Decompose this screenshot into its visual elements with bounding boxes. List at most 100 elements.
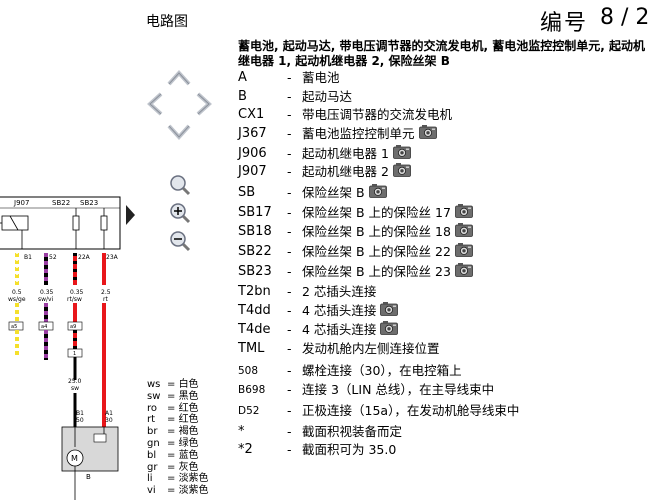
camera-icon[interactable] bbox=[393, 162, 411, 183]
camera-icon[interactable] bbox=[368, 183, 387, 204]
camera-icon[interactable] bbox=[455, 222, 473, 243]
legend-code: SB22 bbox=[238, 244, 272, 259]
legend-description: 截面积视装备而定 bbox=[302, 422, 402, 442]
fuse-label-sb23: SB23 bbox=[80, 199, 98, 207]
legend-dash: - bbox=[287, 424, 292, 439]
equals-sign: = bbox=[167, 473, 179, 485]
legend-code: TML bbox=[238, 341, 265, 356]
motor-pin-num-1: 50 bbox=[76, 417, 84, 424]
legend-description-text: 发动机舱内左侧连接位置 bbox=[302, 341, 440, 356]
color-name: 灰色 bbox=[178, 461, 199, 473]
legend-description-text: 带电压调节器的交流发电机 bbox=[302, 107, 453, 122]
zoom-in-icon[interactable] bbox=[168, 201, 192, 225]
equals-sign: = bbox=[167, 379, 179, 390]
legend-dash: - bbox=[287, 164, 292, 179]
legend-code: T4dd bbox=[238, 303, 271, 318]
camera-icon[interactable] bbox=[455, 203, 473, 224]
color-code: br bbox=[147, 426, 158, 438]
legend-description: 截面积可为 35.0 bbox=[302, 440, 396, 460]
zoom-out-icon[interactable] bbox=[168, 229, 192, 253]
legend-dash: - bbox=[287, 303, 292, 318]
color-code: bl bbox=[147, 449, 157, 461]
legend-dash: - bbox=[287, 264, 292, 279]
up-arrow-icon[interactable] bbox=[166, 66, 192, 92]
color-code: vi bbox=[147, 485, 156, 497]
legend-dash: - bbox=[287, 224, 292, 239]
legend-description-text: 连接 3（LIN 总线），在主导线束中 bbox=[302, 382, 495, 397]
motor-pin-1: B1 bbox=[76, 410, 84, 417]
legend-code: D52 bbox=[238, 405, 260, 417]
legend-description: 正极连接（15a），在发动机舱导线束中 bbox=[302, 401, 519, 421]
camera-icon[interactable] bbox=[380, 301, 399, 322]
color-code: ws bbox=[147, 379, 161, 390]
right-arrow-icon[interactable] bbox=[190, 91, 216, 117]
legend-description: 保险丝架 B 上的保险丝 22 bbox=[302, 242, 473, 263]
next-page-arrow-icon[interactable] bbox=[124, 203, 136, 227]
main-wire-size: 25.0 bbox=[68, 378, 82, 385]
legend-description-text: 保险丝架 B 上的保险丝 22 bbox=[302, 244, 451, 259]
legend-description-text: 保险丝架 B 上的保险丝 17 bbox=[302, 205, 451, 220]
camera-icon[interactable] bbox=[380, 320, 399, 341]
color-code-row: ro= 红色 bbox=[147, 403, 199, 415]
legend-dash: - bbox=[287, 185, 292, 200]
legend-description: 起动机继电器 2 bbox=[302, 162, 411, 183]
legend-description: 保险丝架 B 上的保险丝 17 bbox=[302, 203, 473, 224]
legend-code: T4de bbox=[238, 322, 271, 337]
legend-dash: - bbox=[287, 126, 292, 141]
legend-code: * bbox=[238, 424, 245, 439]
legend-description-text: 4 芯插头连接 bbox=[302, 322, 377, 337]
legend-code: SB18 bbox=[238, 224, 272, 239]
legend-code: A bbox=[238, 70, 247, 85]
legend-dash: - bbox=[287, 341, 292, 356]
wire-color-2: sw/vi bbox=[38, 296, 54, 303]
camera-icon[interactable] bbox=[455, 242, 473, 263]
left-arrow-icon[interactable] bbox=[143, 91, 169, 117]
camera-icon[interactable] bbox=[418, 124, 437, 145]
equals-sign: = bbox=[167, 414, 179, 426]
down-arrow-icon[interactable] bbox=[166, 118, 192, 144]
legend-dash: - bbox=[287, 284, 292, 299]
zoom-fit-icon[interactable] bbox=[168, 173, 192, 197]
fuse-label-sb22: SB22 bbox=[52, 199, 70, 207]
pin-label-2: 52 bbox=[49, 254, 57, 261]
legend-description-text: 蓄电池 bbox=[302, 70, 340, 85]
color-code-row: rt= 红色 bbox=[147, 414, 199, 426]
motor-pin-2: A1 bbox=[105, 410, 113, 417]
equals-sign: = bbox=[167, 426, 179, 438]
legend-description: 保险丝架 B 上的保险丝 18 bbox=[302, 222, 473, 243]
wire-size-4: 2.5 bbox=[101, 289, 111, 296]
starter-motor bbox=[61, 426, 119, 472]
color-code: gr bbox=[147, 461, 158, 473]
equals-sign: = bbox=[167, 438, 179, 449]
page-number-label: 编号 bbox=[540, 11, 589, 36]
color-code: rt bbox=[147, 414, 156, 426]
motor-label: B bbox=[86, 473, 91, 481]
legend-code: 508 bbox=[238, 365, 259, 377]
camera-icon[interactable] bbox=[393, 144, 411, 165]
color-code-row: bl= 蓝色 bbox=[147, 450, 199, 462]
legend-code: SB bbox=[238, 185, 256, 200]
legend-description: 2 芯插头连接 bbox=[302, 282, 376, 302]
camera-icon[interactable] bbox=[455, 262, 473, 283]
legend-description-text: 保险丝架 B 上的保险丝 18 bbox=[302, 224, 451, 239]
ref-box-label: 1 bbox=[73, 351, 76, 357]
fuse-sb22 bbox=[72, 215, 80, 231]
equals-sign: = bbox=[167, 390, 179, 402]
color-code-row: sw= 黑色 bbox=[147, 391, 199, 403]
color-name: 褐色 bbox=[178, 426, 199, 438]
legend-description: 保险丝架 B bbox=[302, 183, 387, 204]
legend-description: 发动机舱内左侧连接位置 bbox=[302, 339, 440, 359]
legend-dash: - bbox=[287, 322, 292, 337]
pin-label-4: 23A bbox=[106, 254, 119, 261]
connector-code-1: a5 bbox=[11, 324, 17, 330]
legend-code: B bbox=[238, 89, 247, 104]
legend-description-text: 截面积视装备而定 bbox=[302, 424, 403, 439]
wiring-diagram: J907 SB22 SB23 B1 52 22A 23A 0.5 ws/ge a… bbox=[0, 196, 121, 500]
legend-code: SB17 bbox=[238, 205, 272, 220]
legend-description: 带电压调节器的交流发电机 bbox=[302, 105, 452, 125]
legend-code: J906 bbox=[238, 146, 267, 161]
svg-text:M: M bbox=[71, 454, 78, 463]
color-name: 蓝色 bbox=[178, 449, 199, 461]
relay-label: J907 bbox=[13, 199, 29, 207]
legend-code: SB23 bbox=[238, 264, 272, 279]
